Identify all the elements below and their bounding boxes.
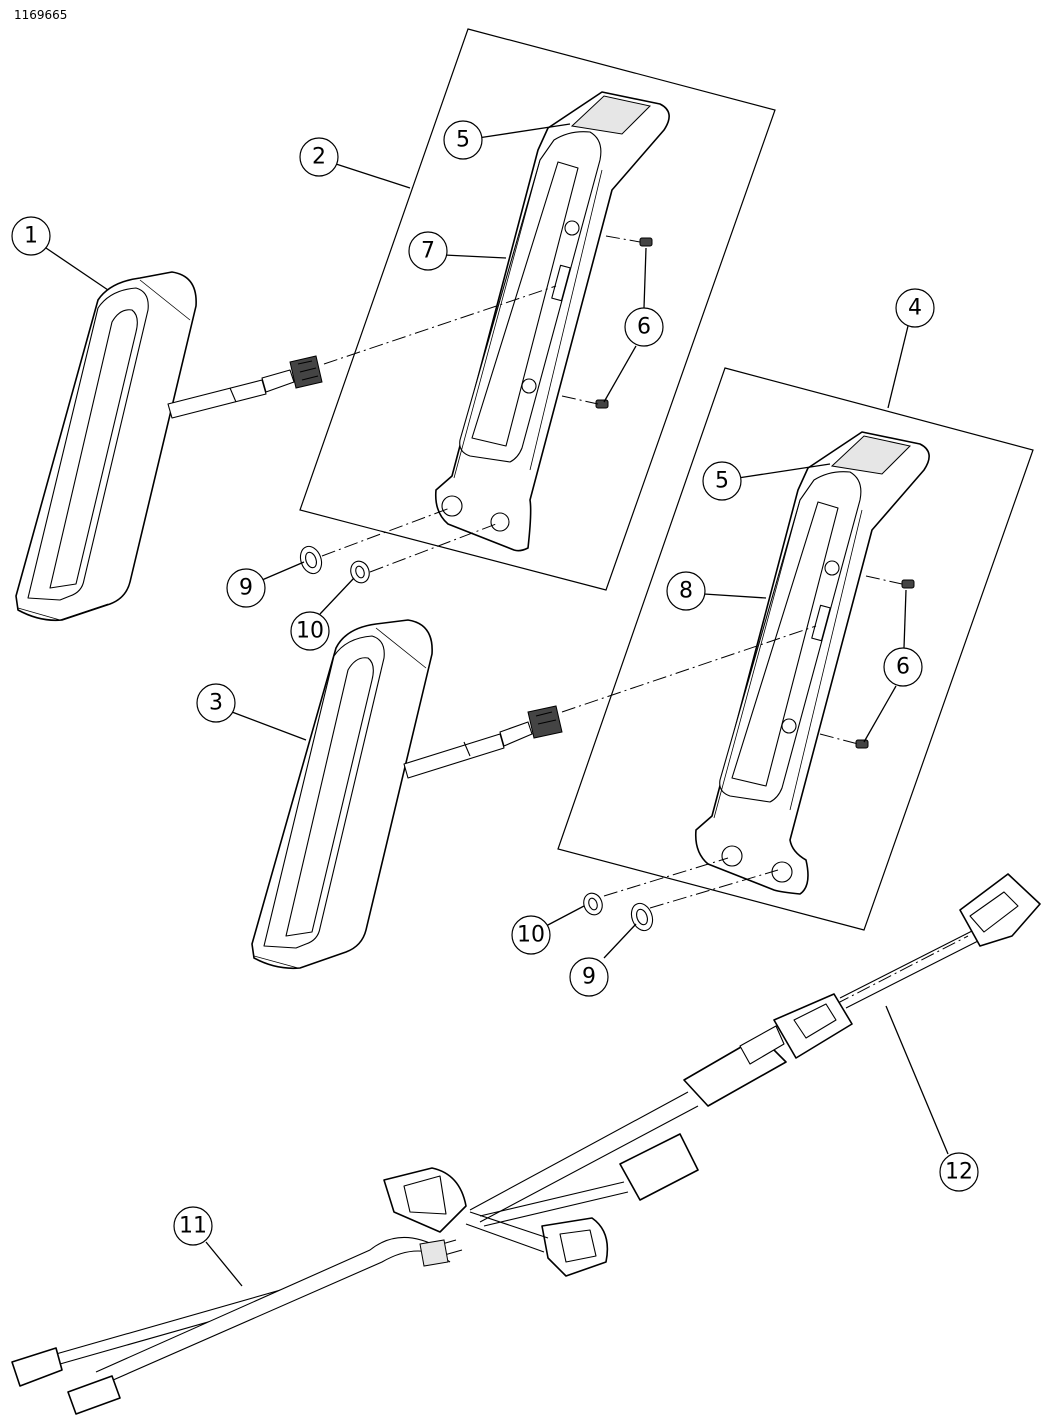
svg-text:5: 5 bbox=[456, 128, 470, 153]
svg-text:7: 7 bbox=[421, 239, 435, 264]
washer-9-lower bbox=[630, 902, 654, 932]
screw-6-lower-b bbox=[855, 739, 869, 749]
callout-1: 1 bbox=[11, 216, 51, 256]
svg-text:6: 6 bbox=[637, 315, 651, 340]
callout-10-lower: 10 bbox=[511, 915, 551, 955]
assembly-frame-4 bbox=[557, 367, 1034, 931]
light-lens-3 bbox=[251, 619, 563, 970]
callout-12: 12 bbox=[939, 1152, 979, 1192]
leader-lines bbox=[45, 123, 949, 1287]
callout-6-upper: 6 bbox=[624, 307, 664, 347]
washer-10-upper bbox=[350, 560, 370, 584]
svg-text:10: 10 bbox=[296, 619, 324, 644]
screw-6-lower-a bbox=[901, 579, 915, 589]
callout-7: 7 bbox=[408, 231, 448, 271]
callout-3: 3 bbox=[196, 683, 236, 723]
svg-text:12: 12 bbox=[945, 1160, 973, 1185]
washer-10-lower bbox=[583, 892, 603, 916]
callout-10-upper: 10 bbox=[290, 611, 330, 651]
svg-text:8: 8 bbox=[679, 579, 693, 604]
svg-text:5: 5 bbox=[715, 469, 729, 494]
svg-text:3: 3 bbox=[209, 691, 223, 716]
svg-text:1: 1 bbox=[24, 224, 38, 249]
svg-text:9: 9 bbox=[239, 576, 253, 601]
screw-6-upper-a bbox=[639, 237, 653, 247]
svg-text:2: 2 bbox=[312, 145, 326, 170]
callout-4: 4 bbox=[895, 288, 935, 328]
callout-8: 8 bbox=[666, 571, 706, 611]
callout-6-lower: 6 bbox=[883, 647, 923, 687]
svg-text:4: 4 bbox=[908, 296, 922, 321]
main-harness-11 bbox=[11, 1025, 787, 1415]
mounting-bracket-8 bbox=[694, 431, 930, 895]
callout-9-lower: 9 bbox=[569, 957, 609, 997]
svg-text:11: 11 bbox=[179, 1214, 207, 1239]
assembly-frame-2 bbox=[299, 28, 776, 591]
callout-9-upper: 9 bbox=[226, 568, 266, 608]
mounting-bracket-7 bbox=[434, 91, 670, 552]
callout-2: 2 bbox=[299, 137, 339, 177]
callout-5-lower: 5 bbox=[702, 461, 742, 501]
svg-text:9: 9 bbox=[582, 965, 596, 990]
callout-5-upper: 5 bbox=[443, 120, 483, 160]
washer-9-upper bbox=[299, 545, 323, 575]
extension-harness-12 bbox=[773, 873, 1041, 1059]
svg-text:6: 6 bbox=[896, 655, 910, 680]
light-lens-1 bbox=[15, 271, 323, 622]
figure-id: 1169665 bbox=[14, 8, 68, 22]
svg-text:10: 10 bbox=[517, 923, 545, 948]
callout-11: 11 bbox=[173, 1206, 213, 1246]
